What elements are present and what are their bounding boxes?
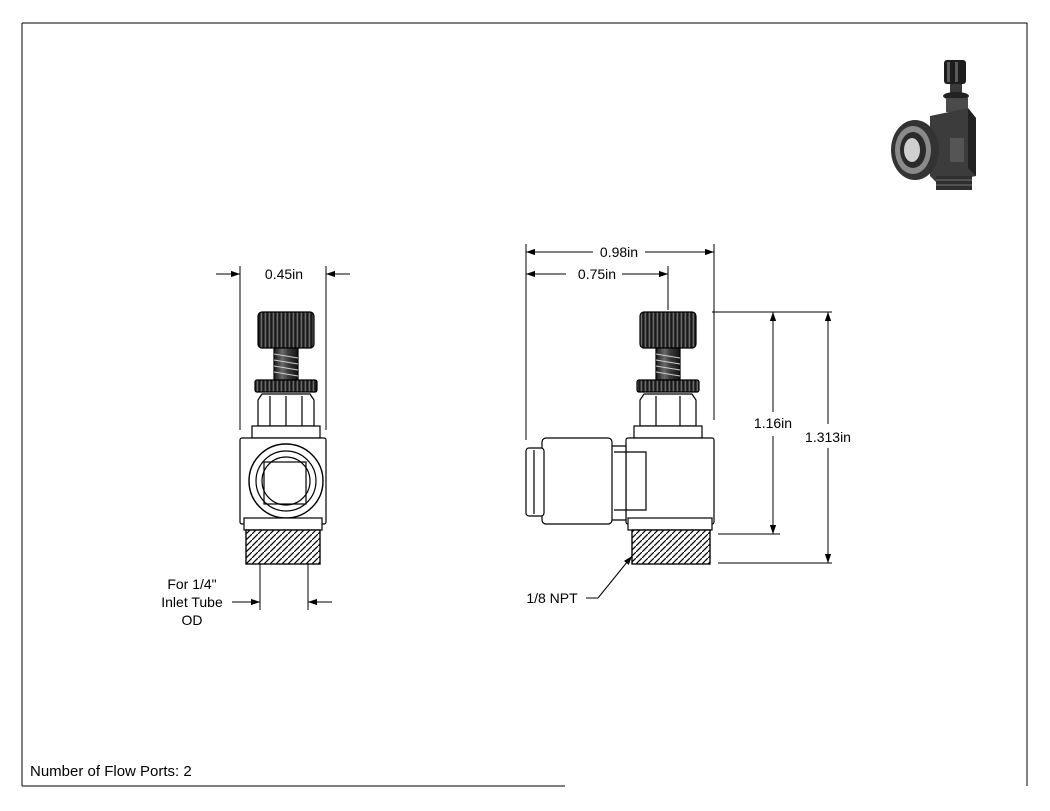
side-height-dimensions <box>712 311 832 564</box>
front-knob <box>257 311 315 349</box>
front-lock-nut <box>254 379 318 393</box>
tube-od-dimension <box>232 564 332 610</box>
front-stem <box>273 347 299 381</box>
npt-leader <box>586 555 633 599</box>
tube-note-line-2: Inlet Tube <box>161 594 223 610</box>
front-width-label: 0.45in <box>265 266 303 282</box>
side-inner-width-label: 0.75in <box>578 266 616 282</box>
side-knob <box>639 311 697 349</box>
side-height-outer-label: 1.313in <box>805 429 851 445</box>
side-thread <box>631 529 711 565</box>
isometric-thumbnail <box>891 60 976 190</box>
front-thread <box>245 529 321 565</box>
side-body <box>625 437 715 525</box>
sheet-border <box>21 22 1028 787</box>
side-overall-width-label: 0.98in <box>600 244 638 260</box>
side-tube-fitting <box>541 437 613 525</box>
side-hex <box>639 393 697 427</box>
side-overall-width-dimension <box>525 244 715 440</box>
front-view <box>239 311 327 565</box>
flow-ports-label: Number of Flow Ports: 2 <box>30 763 192 780</box>
npt-label: 1/8 NPT <box>526 590 578 606</box>
side-height-inner-label: 1.16in <box>754 415 792 431</box>
side-view <box>525 311 715 565</box>
tube-note-line-3: OD <box>182 612 203 628</box>
tube-note-line-1: For 1/4" <box>167 576 216 592</box>
front-width-dimension <box>216 266 350 430</box>
